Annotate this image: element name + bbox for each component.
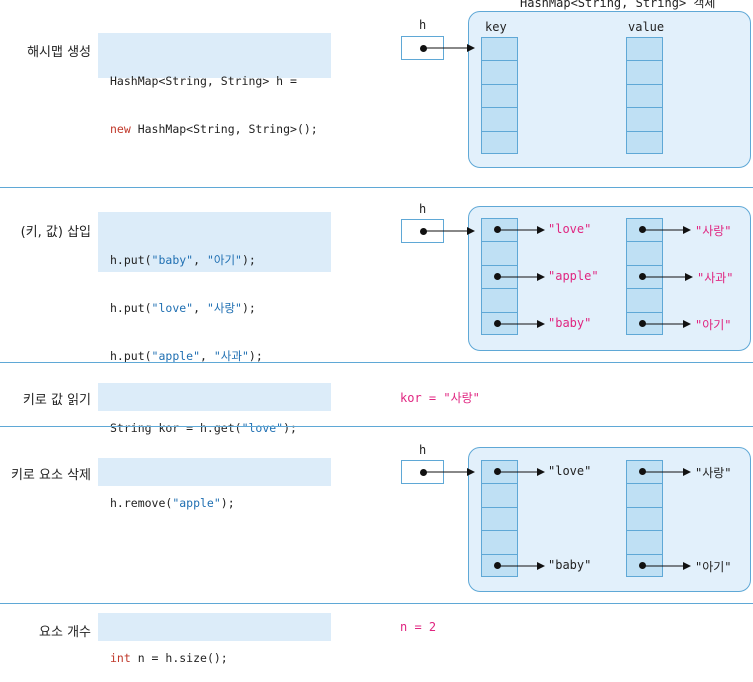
value-column-header: value — [628, 20, 665, 34]
section-label-size: 요소 개수 — [39, 625, 91, 640]
code-line: int n = h.size(); — [110, 651, 228, 665]
hashmap-object-title: HashMap<String, String> 객체 — [520, 0, 716, 10]
code-create: HashMap<String, String> h = new HashMap<… — [98, 33, 331, 136]
key-string-love: "love" — [548, 464, 592, 478]
code-line: h.put("baby", "아기"); — [110, 253, 256, 267]
code-line-rest: n = h.size(); — [130, 651, 228, 665]
code-line: h.put("apple", "사과"); — [110, 349, 263, 363]
value-column-remove — [626, 460, 663, 577]
key-cell — [482, 61, 517, 85]
key-cell — [482, 531, 517, 555]
divider — [0, 187, 753, 188]
value-string-apple: "사과" — [697, 271, 734, 285]
value-cell — [627, 484, 662, 508]
code-line: new HashMap<String, String>(); — [110, 122, 318, 136]
reference-dot — [420, 228, 427, 235]
value-string-baby: "아기" — [695, 318, 732, 332]
divider — [0, 362, 753, 363]
key-cell — [482, 508, 517, 532]
value-cell — [627, 61, 662, 85]
code-put: h.put("baby", "아기"); h.put("love", "사랑")… — [98, 212, 331, 363]
key-cell — [482, 242, 517, 266]
code-line-rest: HashMap<String, String>(); — [130, 122, 318, 136]
section-label-get: 키로 값 읽기 — [22, 393, 91, 408]
key-string-apple: "apple" — [548, 269, 599, 283]
value-string-love: "사랑" — [695, 224, 732, 238]
variable-h-label: h — [419, 443, 427, 457]
key-cell — [482, 461, 517, 485]
result-size: n = 2 — [400, 620, 437, 634]
value-cell — [627, 219, 662, 243]
value-cell — [627, 242, 662, 266]
key-cell — [482, 108, 517, 132]
result-get: kor = "사랑" — [400, 391, 480, 405]
value-cell — [627, 508, 662, 532]
section-label-remove: 키로 요소 삭제 — [10, 468, 91, 483]
key-cell — [482, 219, 517, 243]
section-label-put: (키, 값) 삽입 — [20, 225, 91, 240]
key-cell — [482, 289, 517, 313]
value-cell — [627, 531, 662, 555]
value-string-love: "사랑" — [695, 466, 732, 480]
key-cell — [482, 85, 517, 109]
code-remove: h.remove("apple"); — [98, 458, 331, 510]
key-column-empty — [481, 37, 518, 154]
value-string-baby: "아기" — [695, 560, 732, 574]
value-cell — [627, 461, 662, 485]
value-column-empty — [626, 37, 663, 154]
divider — [0, 603, 753, 604]
code-get: String kor = h.get("love"); — [98, 383, 331, 435]
key-column-remove — [481, 460, 518, 577]
code-line: h.remove("apple"); — [110, 496, 235, 510]
code-line: h.put("love", "사랑"); — [110, 301, 256, 315]
key-string-baby: "baby" — [548, 316, 592, 330]
key-column-header: key — [485, 20, 507, 34]
code-line: String kor = h.get("love"); — [110, 421, 297, 435]
divider — [0, 426, 753, 427]
value-cell — [627, 38, 662, 62]
reference-dot — [420, 469, 427, 476]
variable-h-label: h — [419, 202, 427, 216]
key-cell — [482, 38, 517, 62]
key-cell — [482, 266, 517, 290]
value-cell — [627, 85, 662, 109]
reference-arrows — [426, 44, 693, 570]
key-string-love: "love" — [548, 222, 592, 236]
variable-h-label: h — [419, 18, 427, 32]
section-label-create: 해시맵 생성 — [27, 45, 91, 60]
value-cell — [627, 266, 662, 290]
key-string-baby: "baby" — [548, 558, 592, 572]
value-cell — [627, 108, 662, 132]
reference-dot — [420, 45, 427, 52]
code-line: HashMap<String, String> h = — [110, 74, 297, 88]
key-cell — [482, 484, 517, 508]
value-cell — [627, 289, 662, 313]
